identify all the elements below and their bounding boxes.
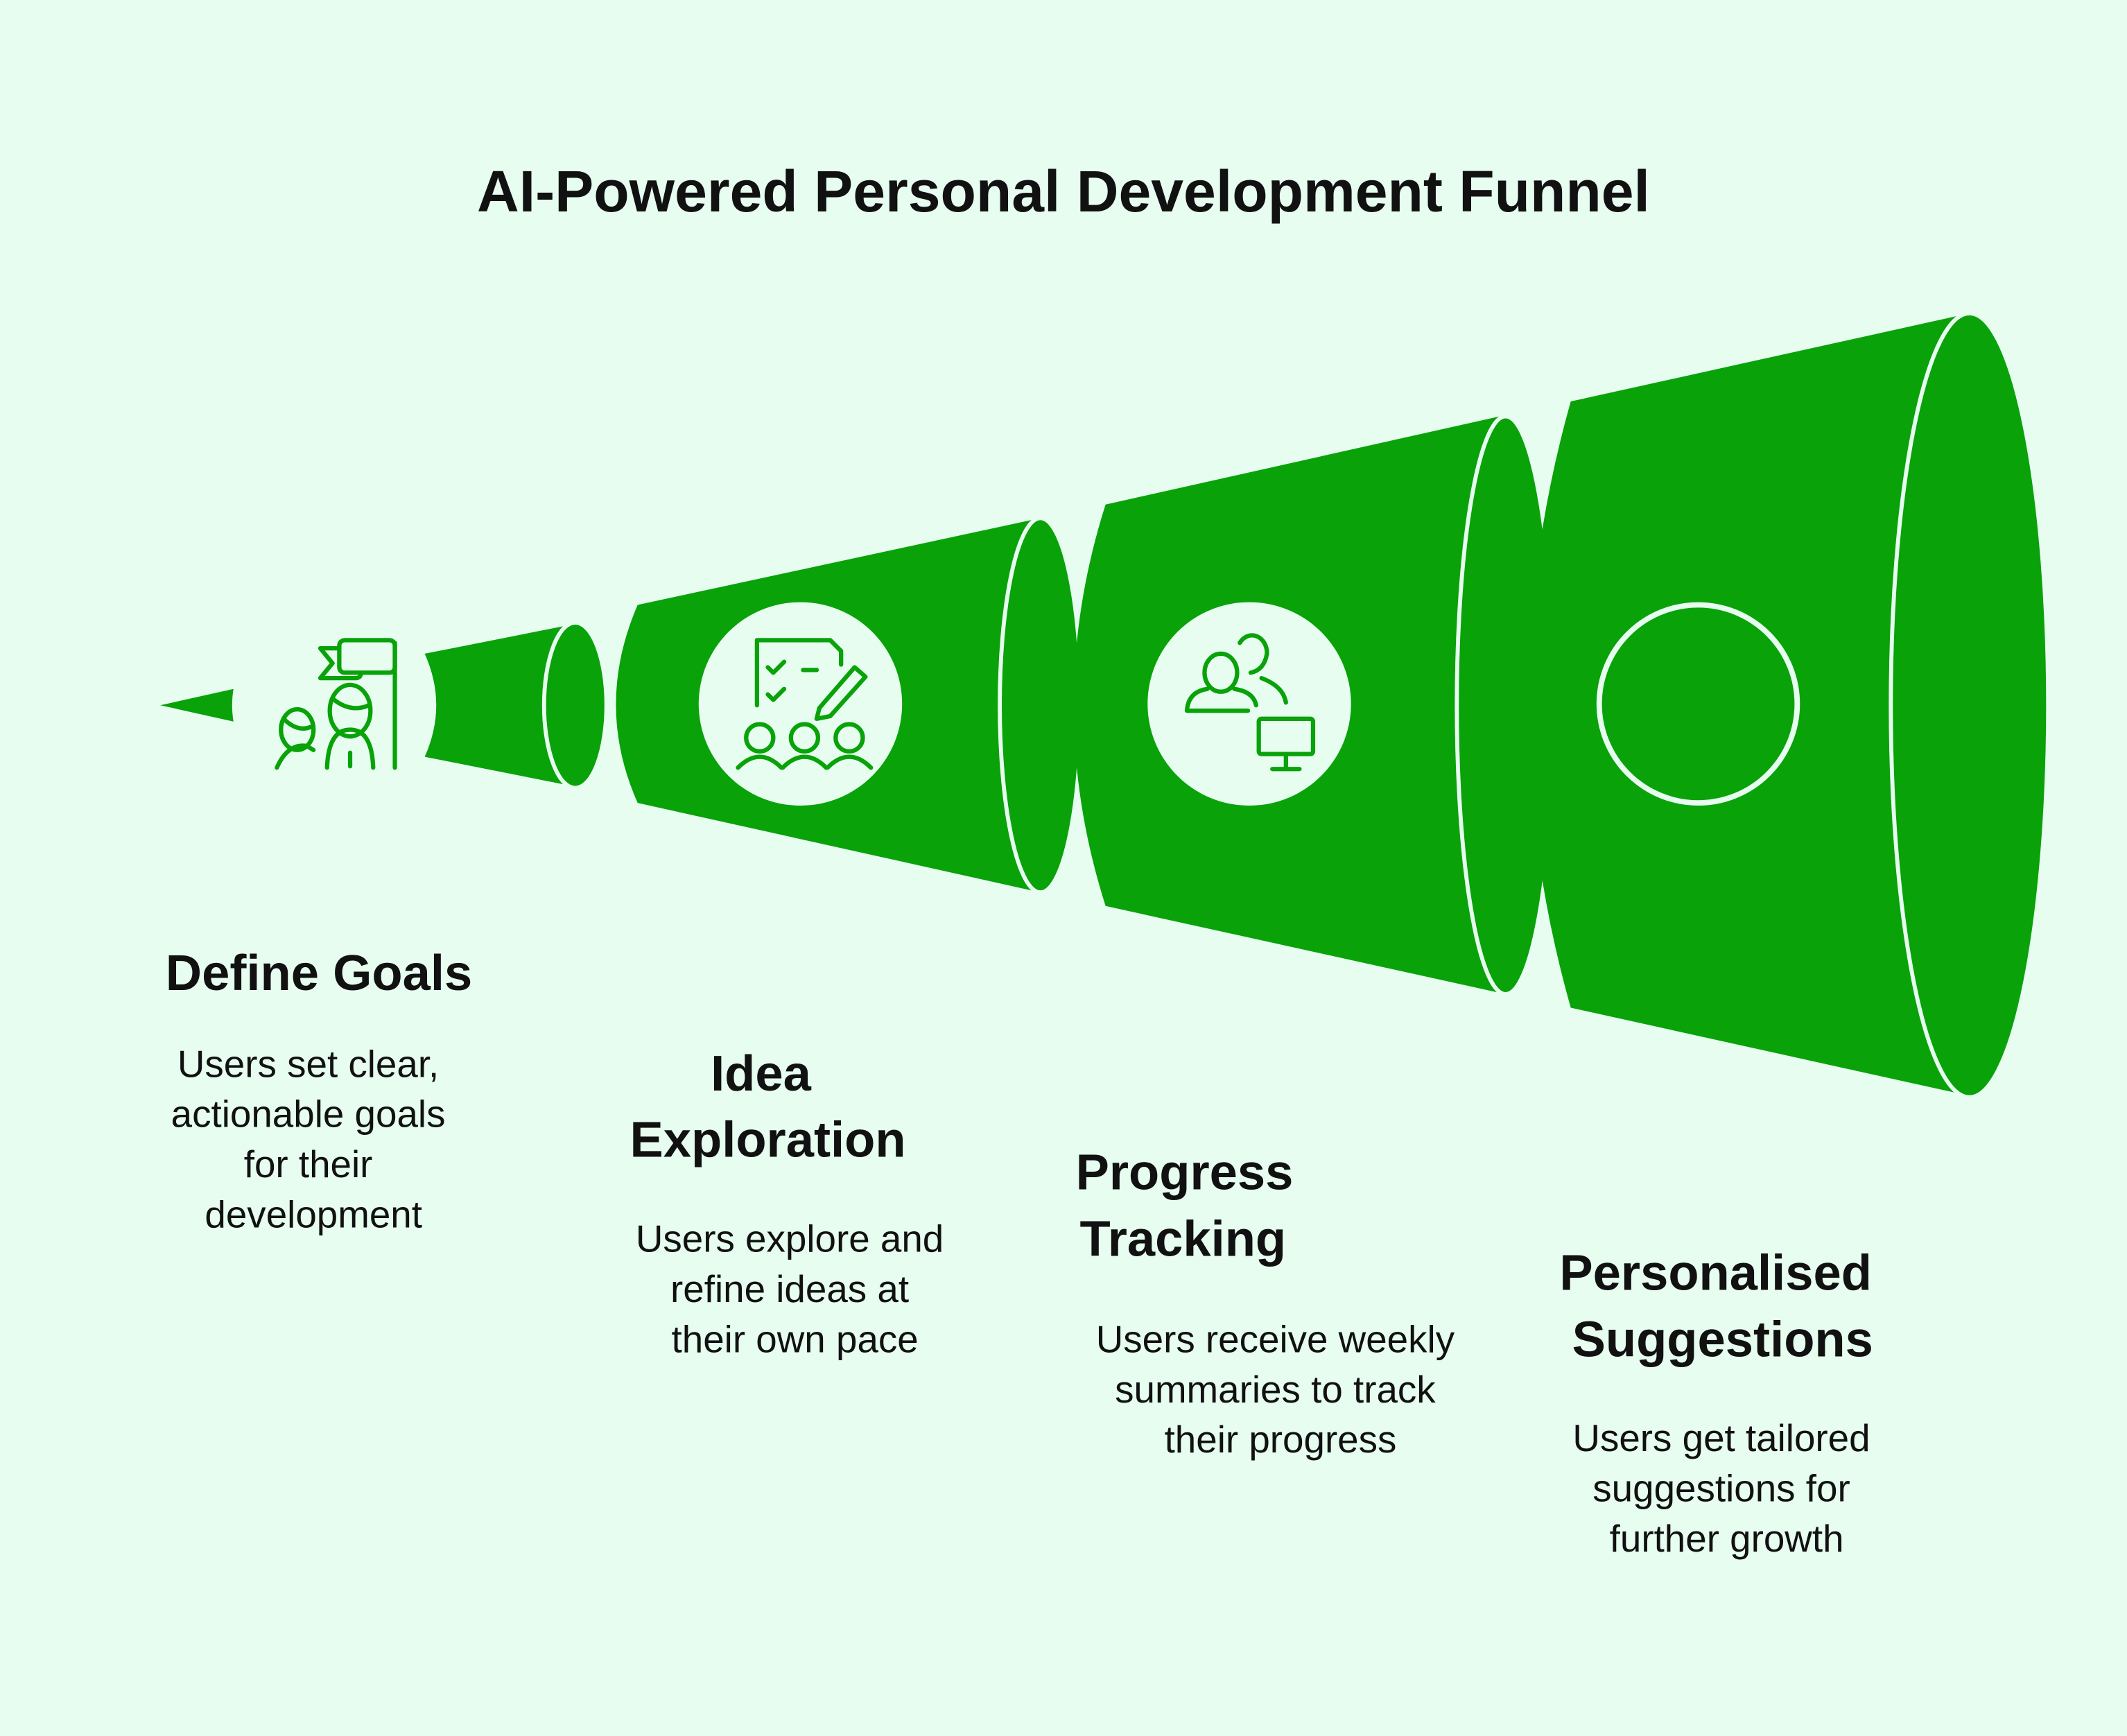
stage-description: Users receive weekly summaries to track … [1096, 1317, 1466, 1461]
stage-title: Idea Exploration [630, 1045, 905, 1168]
funnel-segment-1 [424, 620, 609, 790]
stage-2-label: Idea Exploration Users explore and refin… [630, 1045, 955, 1361]
stage-title: Progress Tracking [1076, 1145, 1308, 1267]
checklist-pencil-team-icon [736, 638, 874, 770]
stage-1-label: Define Goals Users set clear, actionable… [166, 945, 472, 1235]
stage-title: Define Goals [166, 945, 472, 1001]
stage-4-label: Personalised Suggestions Users get tailo… [1559, 1244, 1886, 1560]
funnel-segment-3 [1073, 414, 1557, 996]
goal-flag-people-icon [275, 638, 397, 770]
diagram-title: AI-Powered Personal Development Funnel [477, 159, 1650, 224]
stage-title: Personalised Suggestions [1559, 1244, 1886, 1367]
stage-3-label: Progress Tracking Users receive weekly s… [1076, 1145, 1466, 1461]
funnel-segment-4 [1528, 311, 2051, 1100]
funnel-segment-2 [616, 516, 1084, 895]
users-monitor-icon [1184, 633, 1316, 772]
stage-description: Users get tailored suggestions for furth… [1572, 1416, 1880, 1560]
stage-description: Users explore and refine ideas at their … [636, 1217, 955, 1361]
empty-circle-icon [1596, 602, 1800, 806]
funnel-tip [160, 688, 234, 722]
stage-description: Users set clear, actionable goals for th… [171, 1042, 456, 1235]
